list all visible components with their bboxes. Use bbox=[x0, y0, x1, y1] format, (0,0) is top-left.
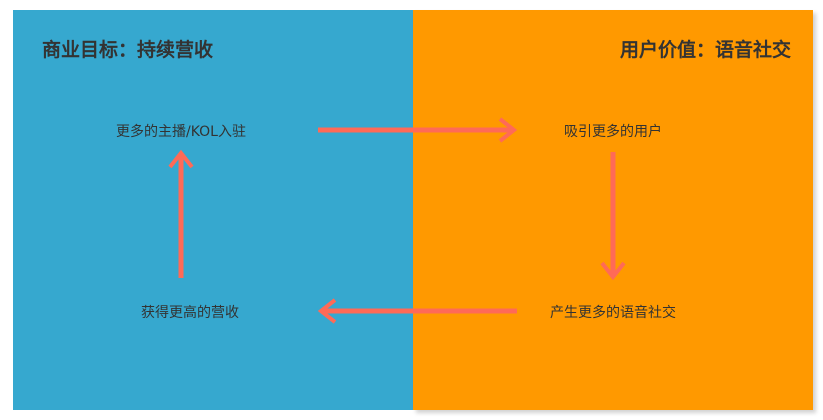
node-more-social: 产生更多的语音社交 bbox=[550, 305, 676, 321]
arrow-right bbox=[318, 117, 518, 143]
arrow-up bbox=[168, 149, 194, 278]
node-attract-users: 吸引更多的用户 bbox=[564, 124, 662, 140]
arrow-down bbox=[600, 152, 626, 281]
business-goal-title: 商业目标：持续营收 bbox=[42, 39, 214, 61]
arrow-left bbox=[317, 298, 517, 324]
user-value-title: 用户价值：语音社交 bbox=[619, 39, 791, 61]
node-more-hosts: 更多的主播/KOL入驻 bbox=[116, 124, 246, 140]
business-goal-panel bbox=[13, 10, 413, 410]
node-more-revenue: 获得更高的营收 bbox=[141, 305, 239, 321]
